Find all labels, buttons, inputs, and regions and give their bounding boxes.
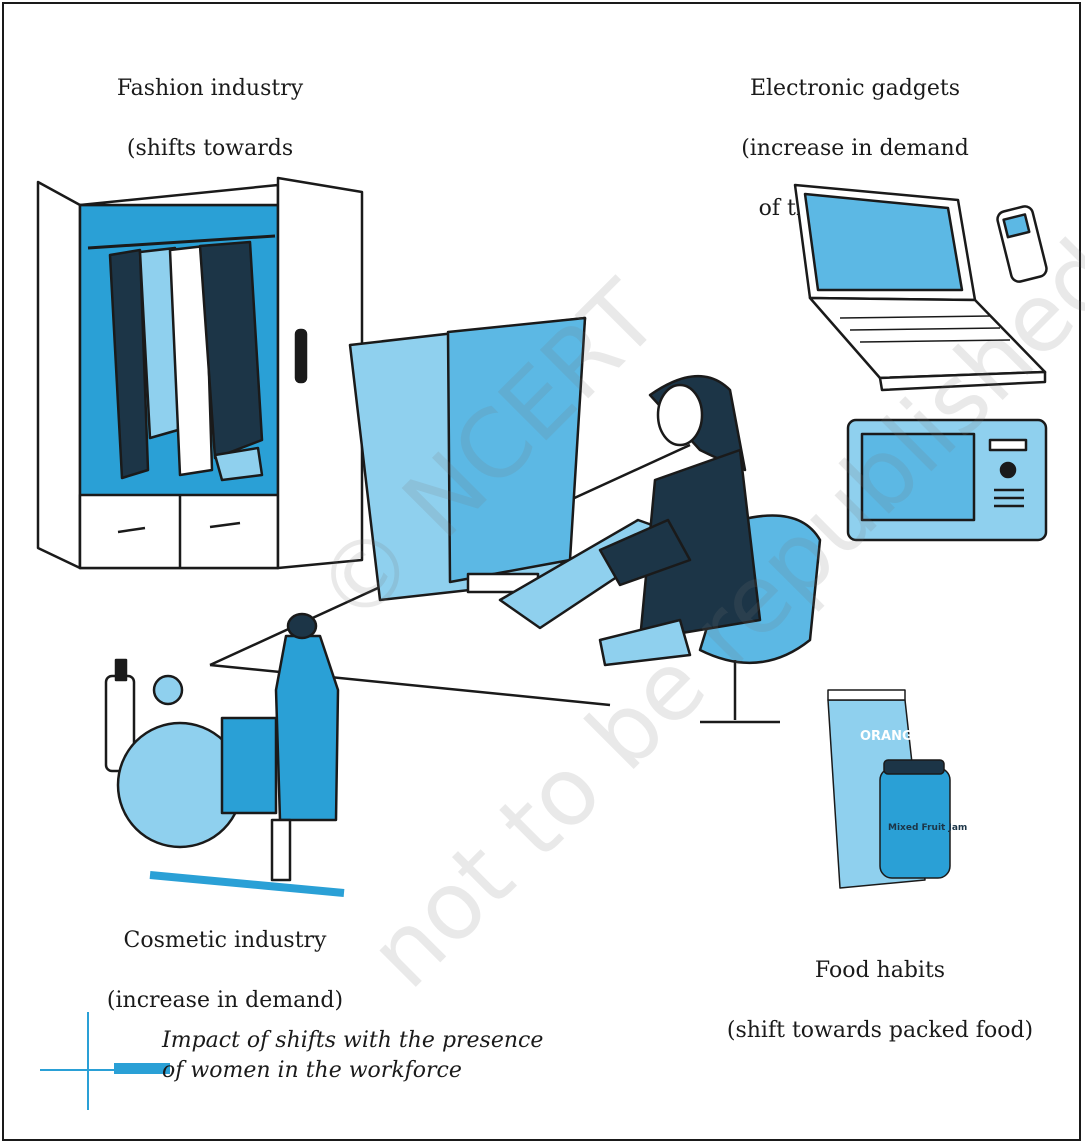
wardrobe-illustration — [36, 176, 364, 570]
figure-caption: Impact of shifts with the presence of wo… — [162, 1028, 544, 1083]
computer-workstation-illustration — [209, 316, 822, 724]
label-cosmetic-industry: Cosmetic industry (increase in demand) — [106, 928, 344, 1013]
cosmetics-illustration — [104, 612, 345, 897]
caption-marker-icon — [40, 1012, 170, 1110]
jam-jar-text: Mixed Fruit Jam — [888, 823, 967, 833]
microwave-illustration — [846, 418, 1048, 542]
food-illustration: ORANGE JUICE Mixed Fruit Jam — [827, 689, 967, 889]
label-food-habits: Food habits (shift towards packed food) — [726, 958, 1034, 1043]
juice-carton-text: ORANGE JUICE — [860, 729, 965, 744]
laptop-illustration — [793, 183, 1048, 392]
